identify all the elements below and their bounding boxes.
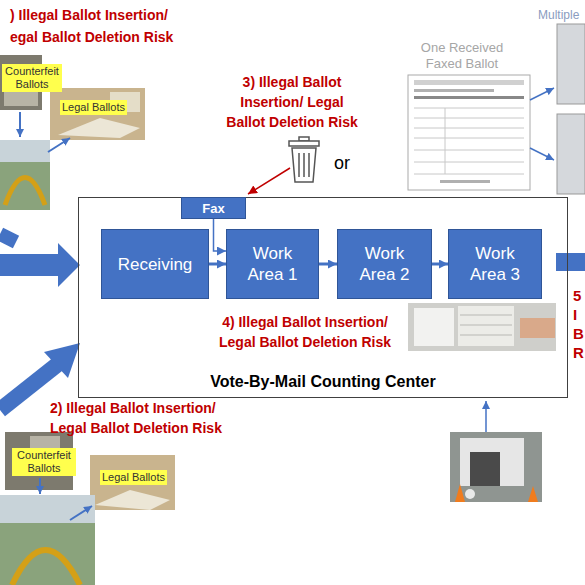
form-line [414,162,524,163]
node-text: Receiving [118,254,193,275]
form-line [414,80,524,85]
photo-detail [520,318,555,338]
legal-ballots-photo [50,88,145,140]
process-box: Work Area 1 [226,229,319,299]
node-text: Work Area 2 [348,243,421,285]
ballot-copy-image [557,24,585,104]
ballot-table-photo [408,303,556,351]
photo-frame [50,88,145,140]
ballot-form-image [408,75,530,190]
process-box: Receiving [101,229,209,299]
connector-word: or [334,152,350,174]
form-line [414,138,524,139]
photo-tag: Legal Ballots [60,100,127,115]
risk-arrow [248,168,290,194]
mailbox-photo [0,495,95,585]
flow-connector [319,263,337,266]
photo-detail [470,452,500,486]
ballot-copy-image [557,114,585,194]
photo-detail [460,315,512,316]
trash-body [292,148,316,182]
trash-line [298,153,300,177]
fax-box: Fax [181,197,246,219]
form-sheet [408,75,530,190]
play-icon [465,489,475,499]
photo-frame [0,495,95,585]
form-line [414,108,524,109]
traffic-cone [528,486,538,502]
risk-note: 3) Illegal Ballot Insertion/ Legal Ballo… [222,72,362,132]
photo-sky [0,140,50,162]
photo-sky [0,495,95,523]
risk-note: 2) Illegal Ballot Insertion/ Legal Ballo… [50,398,245,438]
trailer-photo [450,432,542,502]
flow-arrow [0,243,80,287]
flow-arrow [0,364,58,410]
process-box: Work Area 2 [337,229,432,299]
photo-frame [408,303,556,351]
flow-arrow [530,88,554,100]
flow-connector [209,263,226,266]
counterfeit-photo [0,55,42,110]
photo-detail [460,325,512,326]
photo-detail [12,550,80,585]
photo-detail [30,436,60,448]
form-line [414,96,524,99]
flow-connector [214,219,227,251]
image-caption: Multiple [538,8,579,22]
flow-arrow [48,138,70,152]
photo-frame [90,455,175,510]
form-line [414,118,524,119]
trash-can-icon [289,137,319,182]
node-text: Vote-By-Mail Counting Center [79,373,567,391]
risk-note: 4) Illegal Ballot Insertion/ Legal Ballo… [205,312,405,352]
photo-detail [460,438,524,486]
process-box: Work Area 3 [448,229,542,299]
photo-frame [450,432,542,502]
risk-note: ) Illegal Ballot Insertion/ egal Ballot … [10,4,195,48]
trash-line [303,153,305,177]
trash-lid [289,141,319,146]
flow-arrow [556,253,585,271]
node-text: Work Area 3 [459,243,531,285]
node-text: Work Area 1 [237,243,308,285]
photo-detail [5,178,45,206]
counting-center-box: Vote-By-Mail Counting Center FaxReceiving… [78,197,568,398]
photo-tag: Counterfeit Ballots [12,448,76,476]
form-line [440,180,490,183]
photo-detail [58,118,140,138]
photo-detail [458,306,514,346]
photo-frame [0,140,50,210]
photo-detail [95,490,170,510]
photo-frame [0,55,42,110]
form-line [414,89,494,92]
node-text: Fax [202,201,224,216]
legal-ballots-photo [90,455,175,510]
flow-arrow [19,112,21,137]
trash-line [308,153,310,177]
traffic-cone [455,484,465,502]
image-caption: One Received Faxed Ballot [412,40,512,72]
flow-connector [432,263,448,266]
form-line [414,128,524,129]
photo-detail [414,308,454,346]
photo-detail [460,335,512,336]
photo-tag: Legal Ballots [100,470,167,485]
photo-detail [110,92,140,112]
photo-detail [4,88,38,106]
form-line [445,108,446,174]
flow-arrow [530,148,554,160]
flow-arrow [485,401,487,432]
form-line [414,150,524,151]
flow-arrow [0,234,16,242]
form-line [414,174,524,175]
flow-arrow-head [44,343,80,378]
flow-arrow [70,506,92,520]
photo-tag: Counterfeit Ballots [2,64,62,92]
risk-note: 5 I B R [573,286,581,362]
flow-arrow [39,478,41,494]
mailbox-photo [0,140,50,210]
